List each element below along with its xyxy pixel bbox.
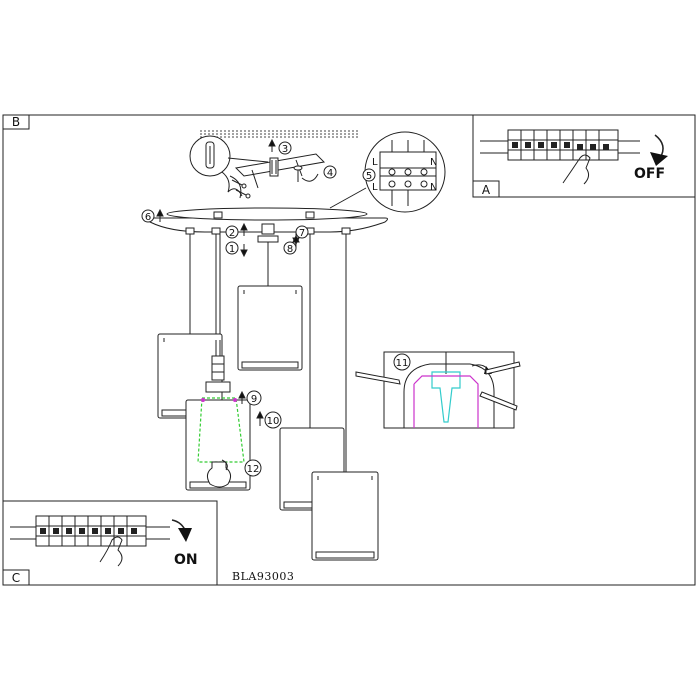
panel-b-tag: B [2,114,30,130]
off-label: OFF [634,166,665,182]
svg-text:3: 3 [282,144,288,155]
svg-text:1: 1 [229,244,235,255]
neutral-label-bottom: N [430,182,437,193]
step-12-label: 12 [244,459,262,477]
svg-text:5: 5 [366,171,372,182]
panel-a: A OFF [472,114,696,198]
ceiling-hatch [200,130,360,138]
outer-frame [2,114,696,586]
step-5-label: 5 [362,168,376,182]
screw-arrows [355,361,521,411]
shade-exploded [185,340,251,491]
screw-icon [231,165,303,199]
step-3-label: 3 [278,141,292,155]
hand-icon [99,536,123,567]
breaker-block-c [35,515,147,547]
terminal-detail: L N L N [364,131,446,213]
panel-c-letter: C [12,571,20,585]
step-11-label: 11 [393,353,411,371]
panel-c: C ON [2,500,218,586]
hand-icon [562,154,591,185]
detail-pointer [329,187,367,209]
svg-text:11: 11 [396,358,409,369]
svg-text:2: 2 [229,228,235,239]
svg-text:10: 10 [267,416,280,427]
svg-text:6: 6 [145,212,151,223]
svg-text:9: 9 [251,394,257,405]
center-hanger [257,223,279,252]
mounting-bracket [234,153,326,189]
panel-a-letter: A [482,183,491,197]
breaker-block-a [507,129,619,161]
step-8-label: 8 [283,241,297,255]
svg-text:8: 8 [287,244,293,255]
step-1-label: 1 [225,241,239,255]
neutral-label-top: N [430,157,437,168]
live-label-top: L [372,157,378,168]
step-4-label: 4 [323,165,337,179]
suspension-cables [185,227,351,472]
step-arrows [156,138,300,426]
on-label: ON [174,552,198,568]
step-9-label: 9 [246,390,262,406]
supply-wires [221,171,243,199]
rotate-arrow-icon [301,173,319,182]
svg-text:4: 4 [327,168,333,179]
shade-right-lower [311,471,379,561]
svg-text:7: 7 [299,228,305,239]
step-2-label: 2 [225,225,239,239]
svg-text:12: 12 [247,464,260,475]
model-code: BLA93003 [232,570,294,583]
green-shade-outline [197,397,245,463]
step-6-label: 6 [141,209,155,223]
step-10-label: 10 [264,411,282,429]
step-7-label: 7 [295,225,309,239]
bulb-icon [206,461,232,488]
step-labels: 3 4 5 6 2 7 1 8 9 10 11 12 [141,141,411,477]
drill-detail [189,135,269,177]
live-label-bottom: L [372,182,378,193]
panel-b-letter: B [12,115,20,129]
shade-center [237,285,303,371]
